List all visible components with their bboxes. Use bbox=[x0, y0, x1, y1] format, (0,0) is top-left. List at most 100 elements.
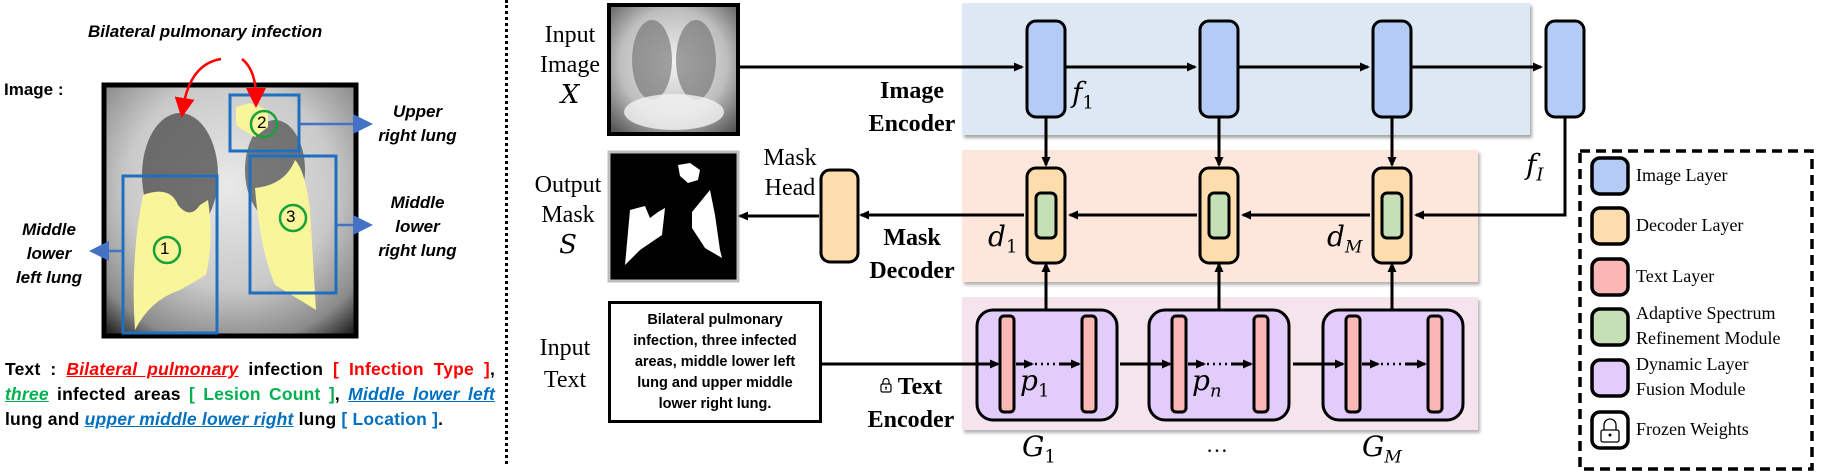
input-text-label-line: Input bbox=[539, 335, 591, 361]
lesion-3 bbox=[255, 160, 316, 310]
text-encoder-label-line: Text bbox=[897, 374, 943, 400]
output-mask-variable: S bbox=[559, 230, 577, 260]
text-segment: Bilateral pulmonary bbox=[66, 359, 239, 379]
mask-decoder-label: Mask Decoder bbox=[860, 222, 964, 288]
final-feature-arrow bbox=[1414, 117, 1567, 220]
input-text-box: Bilateral pulmonary infection, three inf… bbox=[608, 301, 822, 423]
mask-lesion-top bbox=[678, 163, 700, 183]
output-mask-label-line: Output bbox=[534, 172, 602, 198]
infection-arrow-right bbox=[241, 58, 266, 108]
text-segment: , bbox=[334, 384, 349, 404]
text-segment: . bbox=[438, 409, 444, 429]
feature-pn-label: pn bbox=[1192, 364, 1222, 402]
feature-subscript: 1 bbox=[1005, 236, 1018, 258]
text-segment: three bbox=[5, 384, 49, 404]
legend-item-label-line: Image Layer bbox=[1636, 165, 1728, 185]
lock-icon bbox=[880, 370, 892, 393]
input-text-line: lung and upper middle bbox=[637, 375, 793, 391]
text-layer-block bbox=[1080, 314, 1098, 414]
legend-item-label-line: Fusion Module bbox=[1636, 379, 1746, 399]
legend-item-label-line: Frozen Weights bbox=[1636, 419, 1749, 439]
legend-item-label-line: Adaptive Spectrum bbox=[1636, 303, 1776, 323]
text-layer-swatch bbox=[1590, 257, 1630, 297]
text-segment: [ Infection Type ] bbox=[333, 359, 490, 379]
region-label-2-line: Upper bbox=[392, 102, 443, 121]
legend-item-label: Frozen Weights bbox=[1636, 417, 1749, 442]
annotated-xray-figure bbox=[89, 57, 373, 339]
feature-subscript: 1 bbox=[1037, 380, 1050, 402]
group-label-ellipsis: … bbox=[1206, 432, 1228, 457]
group-subscript: 1 bbox=[1044, 446, 1056, 468]
feature-subscript: M bbox=[1344, 237, 1363, 258]
feature-symbol: f bbox=[1526, 148, 1537, 181]
lock-shackle bbox=[1603, 418, 1617, 430]
input-image-label-line: Image bbox=[540, 52, 600, 78]
image-layer-block bbox=[1025, 19, 1067, 119]
region-label-1: Middle lower left lung bbox=[4, 218, 94, 290]
input-image-label-line: Input bbox=[544, 22, 596, 48]
annotated-text-paragraph: Text : Bilateral pulmonary infection [ I… bbox=[5, 357, 495, 432]
output-mask-label: Output Mask S bbox=[518, 170, 618, 260]
region-number-3: 3 bbox=[286, 207, 296, 226]
feature-symbol: p bbox=[1192, 364, 1210, 397]
legend-item-label: Decoder Layer bbox=[1636, 213, 1743, 238]
region-circle-3 bbox=[278, 203, 308, 233]
feature-d1-label: d1 bbox=[988, 220, 1017, 258]
region-label-2-line: right lung bbox=[378, 126, 457, 145]
legend-item-label-line: Decoder Layer bbox=[1636, 215, 1744, 235]
legend-item-label: Image Layer bbox=[1636, 163, 1727, 188]
region-circle-1 bbox=[152, 235, 182, 265]
image-layer-swatch bbox=[1590, 156, 1630, 196]
region-label-1-line: lower bbox=[26, 244, 72, 263]
region-box-1 bbox=[121, 174, 219, 335]
image-layer-block bbox=[1544, 19, 1586, 119]
image-layer-block bbox=[1198, 19, 1240, 119]
image-encoder-label-line: Encoder bbox=[868, 111, 956, 137]
feature-symbol: f bbox=[1072, 76, 1083, 109]
text-encoder-label: Text Encoder bbox=[858, 370, 964, 437]
region-label-3-line: Middle bbox=[390, 193, 445, 212]
image-label: Image : bbox=[4, 80, 64, 99]
mask-head-block bbox=[819, 168, 860, 264]
input-text-label: Input Text bbox=[520, 332, 610, 396]
mask-lesion-right bbox=[692, 190, 722, 258]
infection-arrow-left bbox=[174, 57, 222, 118]
region-number-2: 2 bbox=[257, 113, 267, 132]
text-layer-block bbox=[998, 314, 1016, 414]
image-encoder-label-line: Image bbox=[880, 78, 944, 104]
output-mask-label-line: Mask bbox=[541, 202, 595, 228]
text-layer-block bbox=[1426, 314, 1444, 414]
mask-lesion-left bbox=[625, 206, 665, 265]
mask-decoder-label-line: Mask bbox=[883, 225, 941, 251]
feature-subscript: 1 bbox=[1082, 92, 1094, 114]
group-label-1: G1 bbox=[1022, 430, 1056, 468]
text-segment: [ Location ] bbox=[341, 409, 439, 429]
asrm-swatch bbox=[1590, 307, 1630, 347]
image-layer-block bbox=[1371, 19, 1413, 119]
decoder-layer-swatch bbox=[1590, 206, 1630, 246]
text-segment: lung and bbox=[5, 409, 85, 429]
input-text-line: lower right lung. bbox=[658, 396, 772, 412]
text-segment: infection bbox=[238, 359, 334, 379]
text-segment: , bbox=[489, 359, 496, 379]
region-box-3 bbox=[248, 154, 338, 295]
asrm-block bbox=[1034, 191, 1058, 240]
feature-symbol: p bbox=[1020, 364, 1038, 397]
text-segment: Middle lower left bbox=[348, 384, 496, 404]
region-label-3: Middle lower right lung bbox=[370, 191, 465, 263]
text-segment: infected areas bbox=[48, 384, 189, 404]
input-text-line: infection, three infected bbox=[633, 333, 797, 349]
group-label-M: GM bbox=[1362, 430, 1402, 468]
text-layer-block bbox=[1344, 314, 1362, 414]
region-circle-2 bbox=[249, 109, 279, 139]
legend-item-label-line: Text Layer bbox=[1636, 266, 1715, 286]
feature-subscript: I bbox=[1536, 164, 1544, 186]
group-symbol: G bbox=[1022, 430, 1045, 463]
feature-symbol: d bbox=[1327, 220, 1345, 253]
text-segment: lung bbox=[293, 409, 342, 429]
feature-p1-label: p1 bbox=[1020, 364, 1049, 402]
image-encoder-label: Image Encoder bbox=[860, 75, 964, 141]
